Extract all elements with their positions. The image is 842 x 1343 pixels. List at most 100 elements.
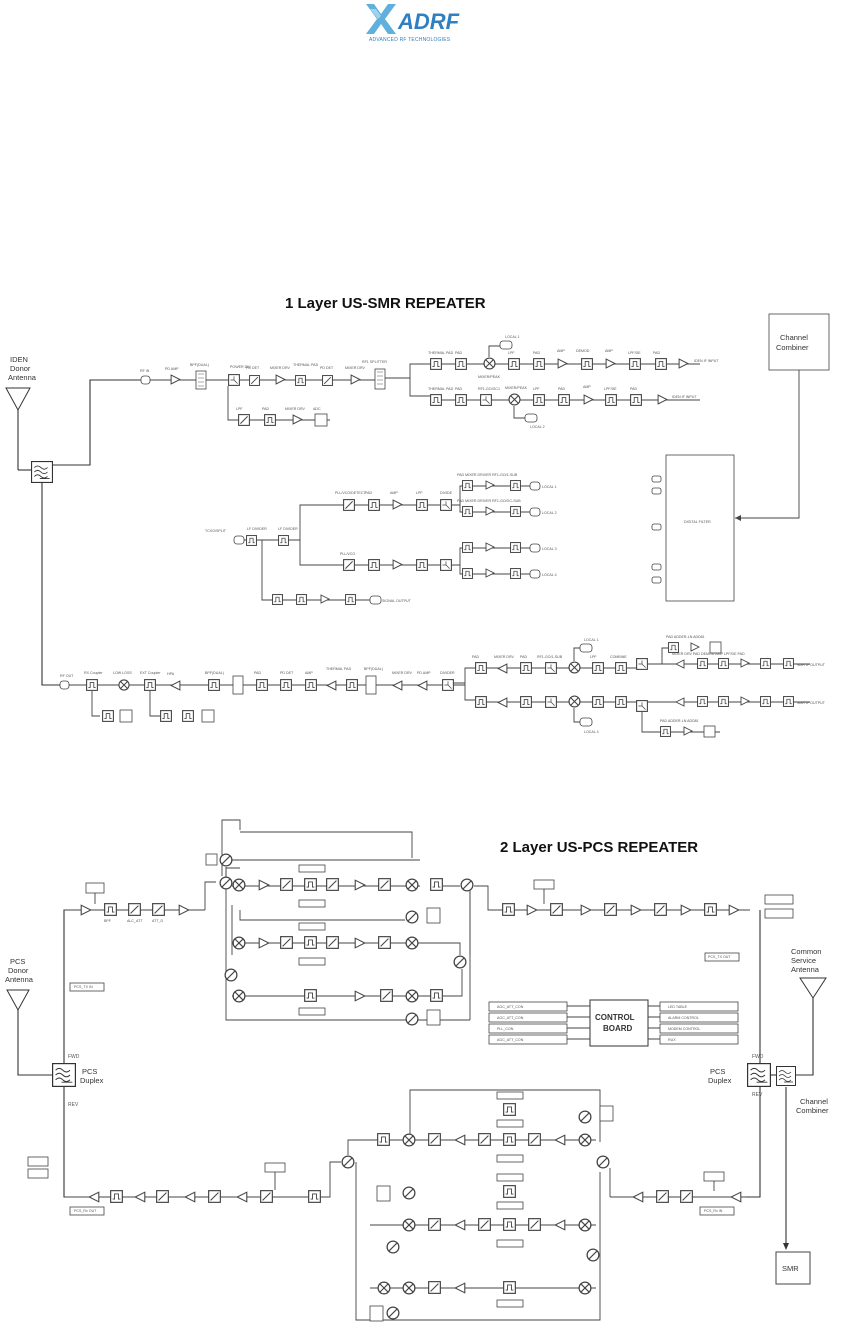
svg-text:AMP: AMP xyxy=(557,349,565,353)
smr-reverse-chain: RF OUT RX Coupler LOW LOSS EXT Coupler H… xyxy=(59,635,826,738)
pcs-duplex-left-1: PCS xyxy=(82,1067,97,1076)
pcs-donor-antenna-icon xyxy=(6,989,30,1012)
svg-text:PAD ADDER-LN ADD81: PAD ADDER-LN ADD81 xyxy=(666,635,705,639)
svg-text:IDEN IF INPUT: IDEN IF INPUT xyxy=(694,359,719,363)
smr-upper-subrow-a: THERMAL PAD PAD MIXER/PEAK LOCAL 1 LPF P… xyxy=(428,335,719,379)
svg-text:THERMAL PAD: THERMAL PAD xyxy=(293,363,319,367)
svg-text:BPF(DUAL): BPF(DUAL) xyxy=(205,671,224,675)
svg-text:RF IN: RF IN xyxy=(140,369,150,373)
digital-filter-label: DIGITAL FILTER xyxy=(684,520,711,524)
logo-wordmark: ADRF xyxy=(397,9,460,34)
fwd-left-label: FWD xyxy=(68,1054,80,1060)
svg-text:IDEN IF INPUT: IDEN IF INPUT xyxy=(672,395,697,399)
svg-text:LPF: LPF xyxy=(590,655,597,659)
svg-text:THERMAL PAD: THERMAL PAD xyxy=(428,387,454,391)
svg-text:PAD: PAD xyxy=(630,387,638,391)
control-board-label-1: CONTROL xyxy=(595,1013,635,1022)
svg-text:PAD: PAD xyxy=(365,491,373,495)
pcs-control-board: CONTROL BOARD AGC_ATT_CON AGC_ATT_CON PL… xyxy=(488,999,739,1047)
svg-text:LPF/DE: LPF/DE xyxy=(604,387,617,391)
svg-text:COMBINE: COMBINE xyxy=(610,655,627,659)
svg-text:PD DET: PD DET xyxy=(246,366,260,370)
svg-text:MIXER DRV: MIXER DRV xyxy=(392,671,413,675)
smr-channel-combiner: Channel Combiner xyxy=(735,313,830,521)
channel-combiner-icon xyxy=(776,1065,796,1087)
control-output-1: LED TABLE xyxy=(668,1005,688,1009)
svg-text:TCXO/SPLIT: TCXO/SPLIT xyxy=(205,529,227,533)
svg-text:LPF: LPF xyxy=(416,491,423,495)
svg-text:PAD: PAD xyxy=(254,671,262,675)
iden-label: IDEN xyxy=(10,355,28,364)
pcs-duplex-left-2: Duplex xyxy=(80,1076,104,1085)
svg-text:PAD: PAD xyxy=(262,407,270,411)
common-antenna-icon xyxy=(799,977,827,999)
svg-text:LOCAL 3: LOCAL 3 xyxy=(542,547,557,551)
control-outputs: LED TABLE ALARM CONTROL MODEM CONTROL RU… xyxy=(648,1001,739,1045)
iden-antenna-icon xyxy=(5,387,31,412)
pcs-forward-left-chain: BPF ALC_ATT ATT_D xyxy=(64,819,241,923)
iden-donor-antenna: IDEN Donor Antenna xyxy=(5,355,37,470)
control-input-3: PLL_CON xyxy=(497,1027,514,1031)
svg-text:LOCAL 1: LOCAL 1 xyxy=(505,335,520,339)
svg-text:BPF(DUAL): BPF(DUAL) xyxy=(364,667,383,671)
smr-local-oscillator-section: TCXO/SPLIT LF DIVIDER LF DIVIDER PLL/VCO… xyxy=(205,473,557,605)
fwd-right-label: FWD xyxy=(752,1054,764,1060)
svg-text:PD AMP: PD AMP xyxy=(417,671,431,675)
pcs-rx-in-right: PCS_Rx IN xyxy=(704,1209,723,1213)
svg-text:PAD: PAD xyxy=(472,655,480,659)
pcs-duplexer-right-icon xyxy=(747,1063,771,1087)
common-antenna-label-2: Service xyxy=(791,956,816,965)
pcs-upper-subpath-3 xyxy=(232,969,463,1026)
svg-text:SMR IF OUTPUT: SMR IF OUTPUT xyxy=(797,663,826,667)
svg-text:MIXER/PEAK: MIXER/PEAK xyxy=(505,386,528,390)
pcs-upper-subpath-2 xyxy=(224,892,471,982)
svg-text:RF OUT: RF OUT xyxy=(60,674,74,678)
control-board-label-2: BOARD xyxy=(603,1024,633,1033)
control-output-4: RUX xyxy=(668,1038,676,1042)
svg-text:AMP: AMP xyxy=(390,491,398,495)
svg-text:PAD MIXER DRIVER RF1-GO/1-SU: PAD MIXER DRIVER RF1-GO/1-SUB xyxy=(457,473,518,477)
svg-text:LOCAL 4: LOCAL 4 xyxy=(584,730,599,734)
combiner-label-2: Combiner xyxy=(776,343,809,352)
pcs-reverse-right-chain xyxy=(596,1155,746,1203)
svg-text:PLL/VCO: PLL/VCO xyxy=(340,552,355,556)
svg-text:LPF/DE: LPF/DE xyxy=(628,351,641,355)
svg-text:SMR IF OUTPUT: SMR IF OUTPUT xyxy=(797,701,826,705)
svg-text:LPF: LPF xyxy=(533,387,540,391)
svg-text:LOCAL 4: LOCAL 4 xyxy=(542,573,557,577)
iden-antenna-label: Antenna xyxy=(8,373,37,382)
svg-text:PAD: PAD xyxy=(558,387,566,391)
control-input-2: AGC_ATT_CON xyxy=(497,1016,524,1020)
svg-text:AMP: AMP xyxy=(305,671,313,675)
svg-text:ADC: ADC xyxy=(313,407,321,411)
combiner-label-1: Channel xyxy=(780,333,808,342)
pcs-donor-label-2: Donor xyxy=(8,966,29,975)
svg-text:ATT_D: ATT_D xyxy=(152,919,164,923)
common-antenna-label-1: Common xyxy=(791,947,821,956)
pcs-upper-subpath-1 xyxy=(205,853,474,908)
svg-text:THERMAL PAD: THERMAL PAD xyxy=(428,351,454,355)
smr-box xyxy=(775,1251,811,1285)
pcs-duplex-right-2: Duplex xyxy=(708,1076,732,1085)
svg-text:LF DIVIDER: LF DIVIDER xyxy=(278,527,298,531)
smr-reverse-subrow-b: LOCAL 4 SMR IF OUTPUT PAD ADDER-LN ADD81 xyxy=(475,695,826,738)
common-antenna-label-3: Antenna xyxy=(791,965,820,974)
svg-text:LOCAL 2: LOCAL 2 xyxy=(530,425,545,429)
pcs-lower-subpath-2 xyxy=(370,1173,600,1262)
diagram2-title: 2 Layer US-PCS REPEATER xyxy=(500,839,698,856)
svg-text:BPF: BPF xyxy=(104,919,112,923)
logo-x-mark-icon xyxy=(366,4,396,34)
iden-donor-label: Donor xyxy=(10,364,31,373)
svg-text:LF DIVIDER: LF DIVIDER xyxy=(247,527,267,531)
svg-text:RX Coupler: RX Coupler xyxy=(84,671,103,675)
svg-text:MIXER/PEAK: MIXER/PEAK xyxy=(478,375,501,379)
pcs-common-service-antenna: Common Service Antenna xyxy=(791,947,827,1076)
adrf-logo: ADRF ADVANCED RF TECHNOLOGIES xyxy=(366,4,460,43)
channel-combiner-label-2: Combiner xyxy=(796,1106,829,1115)
svg-text:PD AMP: PD AMP xyxy=(165,367,179,371)
pcs-donor-label-1: PCS xyxy=(10,957,25,966)
rev-left-label: REV xyxy=(68,1102,79,1108)
pcs-duplexer-left-icon xyxy=(52,1063,76,1087)
channel-combiner-label-1: Channel xyxy=(800,1097,828,1106)
